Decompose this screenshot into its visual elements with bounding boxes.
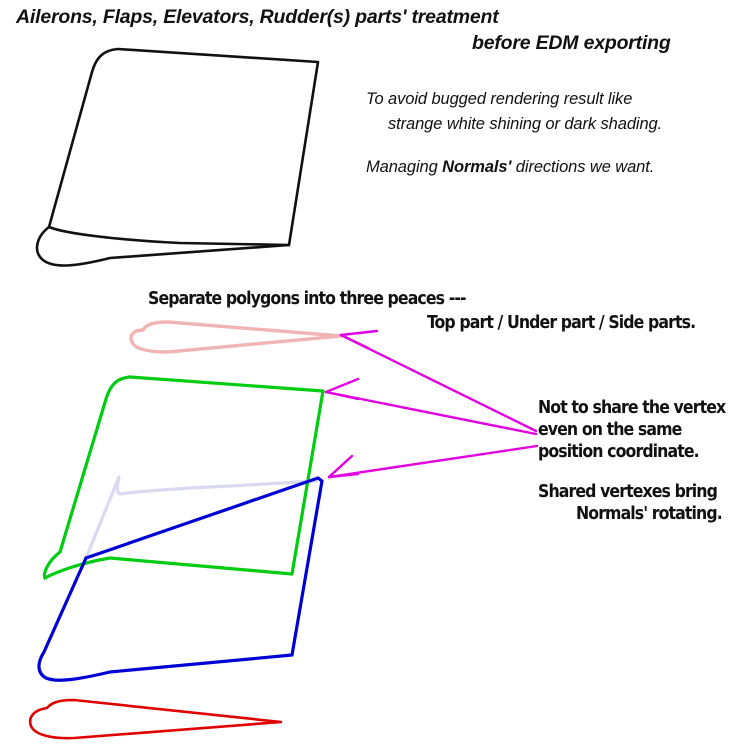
note-managing-normals: Managing Normals' directions we want. [366, 158, 654, 177]
side-part-lavender-outline [84, 475, 318, 560]
bottom-red-airfoil [28, 698, 283, 740]
arrow-to-side-part [327, 444, 539, 479]
note-managing-prefix: Managing [366, 158, 443, 176]
top-part-pink-airfoil [129, 320, 343, 354]
annotation-vertex-line-3: position coordinate. [538, 442, 700, 462]
note-avoid-line-1: To avoid bugged rendering result like [366, 90, 633, 108]
separation-parts-list: Top part / Under part / Side parts. [427, 313, 696, 333]
note-managing-bold: Normals' [442, 158, 512, 176]
note-avoid-line-2: strange white shining or dark shading. [388, 115, 663, 133]
black-wing-panel [35, 47, 320, 267]
under-part-green-panel [42, 375, 325, 581]
arrow-to-under-part [324, 390, 538, 436]
leader-arrows [324, 329, 539, 479]
arrow-to-top-part [339, 333, 538, 433]
page-title-line-1: Ailerons, Flaps, Elevators, Rudder(s) pa… [16, 6, 499, 28]
note-managing-suffix: directions we want. [511, 158, 655, 176]
annotation-shared-line-1: Shared vertexes bring [538, 482, 718, 502]
annotation-shared-line-2: Normals' rotating. [576, 504, 723, 524]
side-part-blue-panel [37, 476, 324, 682]
annotation-vertex-line-1: Not to share the vertex [538, 398, 726, 418]
page-title-line-2: before EDM exporting [472, 32, 671, 54]
annotation-vertex-line-2: even on the same [538, 420, 682, 440]
separation-heading: Separate polygons into three peaces --- [148, 289, 467, 309]
